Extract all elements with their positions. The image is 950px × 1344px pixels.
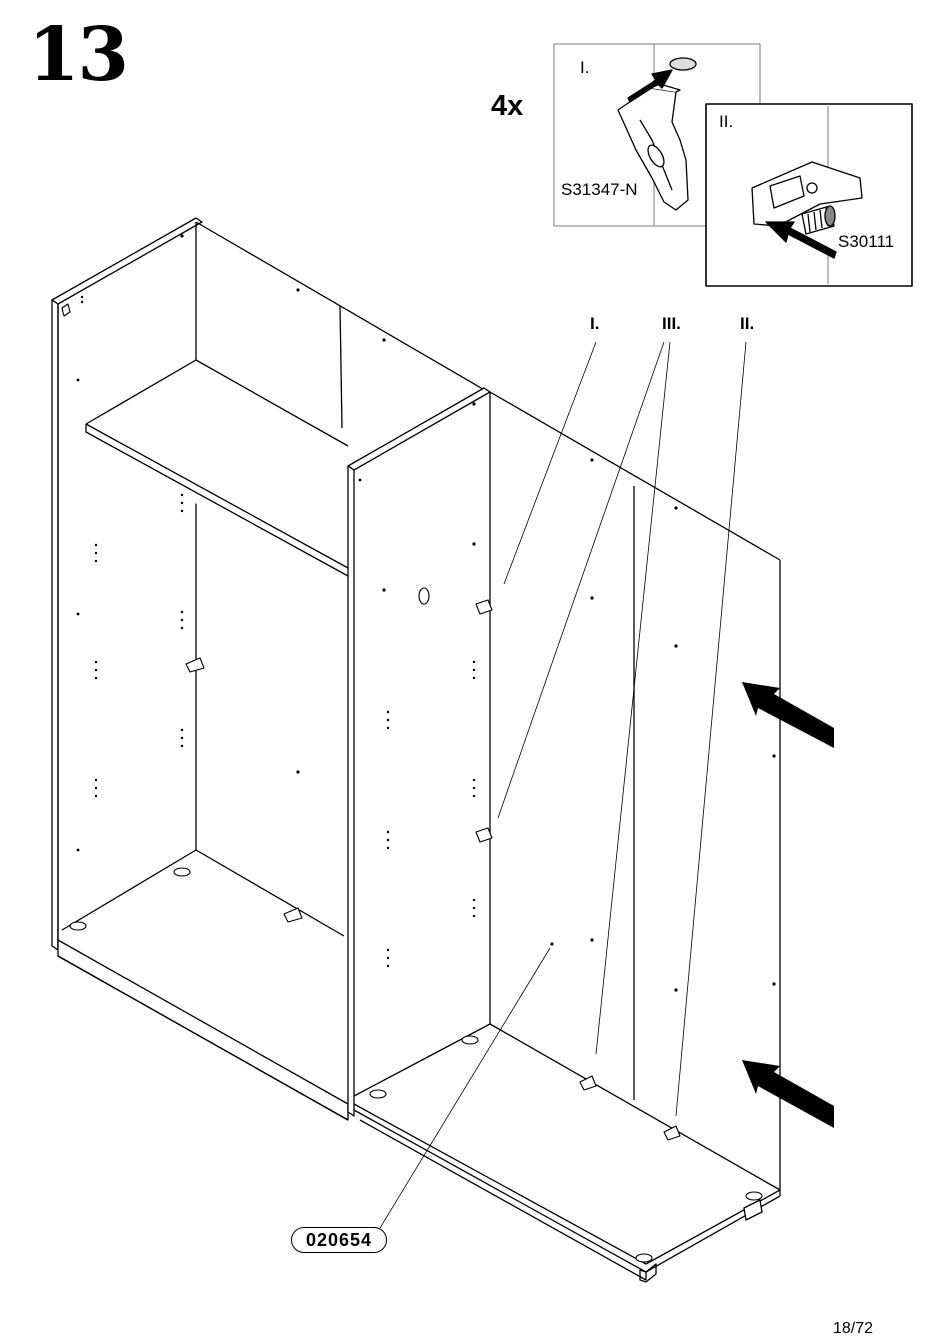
pointer-label-2: II. [740,314,754,334]
detail-2-part-code: S30111 [838,232,894,252]
detail-2-label: II. [719,112,733,132]
pointer-label-1: I. [590,314,599,334]
wardrobe-carcass [52,218,780,1282]
cam-cap-icon [670,58,696,70]
detail-1-label: I. [580,58,589,78]
panel-code-badge: 020654 [291,1227,387,1253]
detail-box-2 [706,104,912,286]
detail-1-part-code: S31347-N [561,180,638,200]
push-arrow-icon [742,682,834,748]
push-arrow-icon [742,1060,834,1128]
pointer-label-3: III. [662,314,681,334]
page-number: 18/72 [833,1320,873,1338]
leader-lines [380,342,746,1228]
drill-holes [77,234,776,991]
